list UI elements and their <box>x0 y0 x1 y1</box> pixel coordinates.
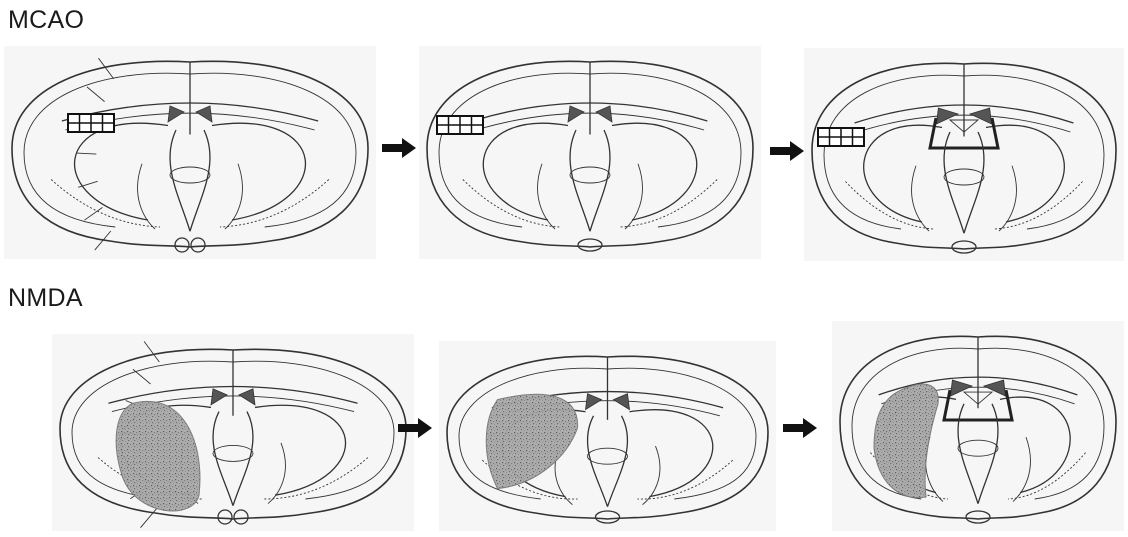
right-arrow-icon <box>382 138 416 158</box>
row-title-mcao: MCAO <box>8 6 84 35</box>
brain-section-mcao-3 <box>800 42 1128 267</box>
brain-section-mcao-1 <box>0 40 380 265</box>
right-arrow-icon <box>770 141 804 161</box>
brain-section-nmda-3 <box>828 315 1128 537</box>
brain-section-nmda-1 <box>48 328 418 537</box>
brain-section-mcao-2 <box>415 40 765 265</box>
right-arrow-icon <box>783 418 817 438</box>
brain-section-nmda-2 <box>435 335 780 537</box>
row-title-nmda: NMDA <box>8 284 83 313</box>
right-arrow-icon <box>398 418 432 438</box>
